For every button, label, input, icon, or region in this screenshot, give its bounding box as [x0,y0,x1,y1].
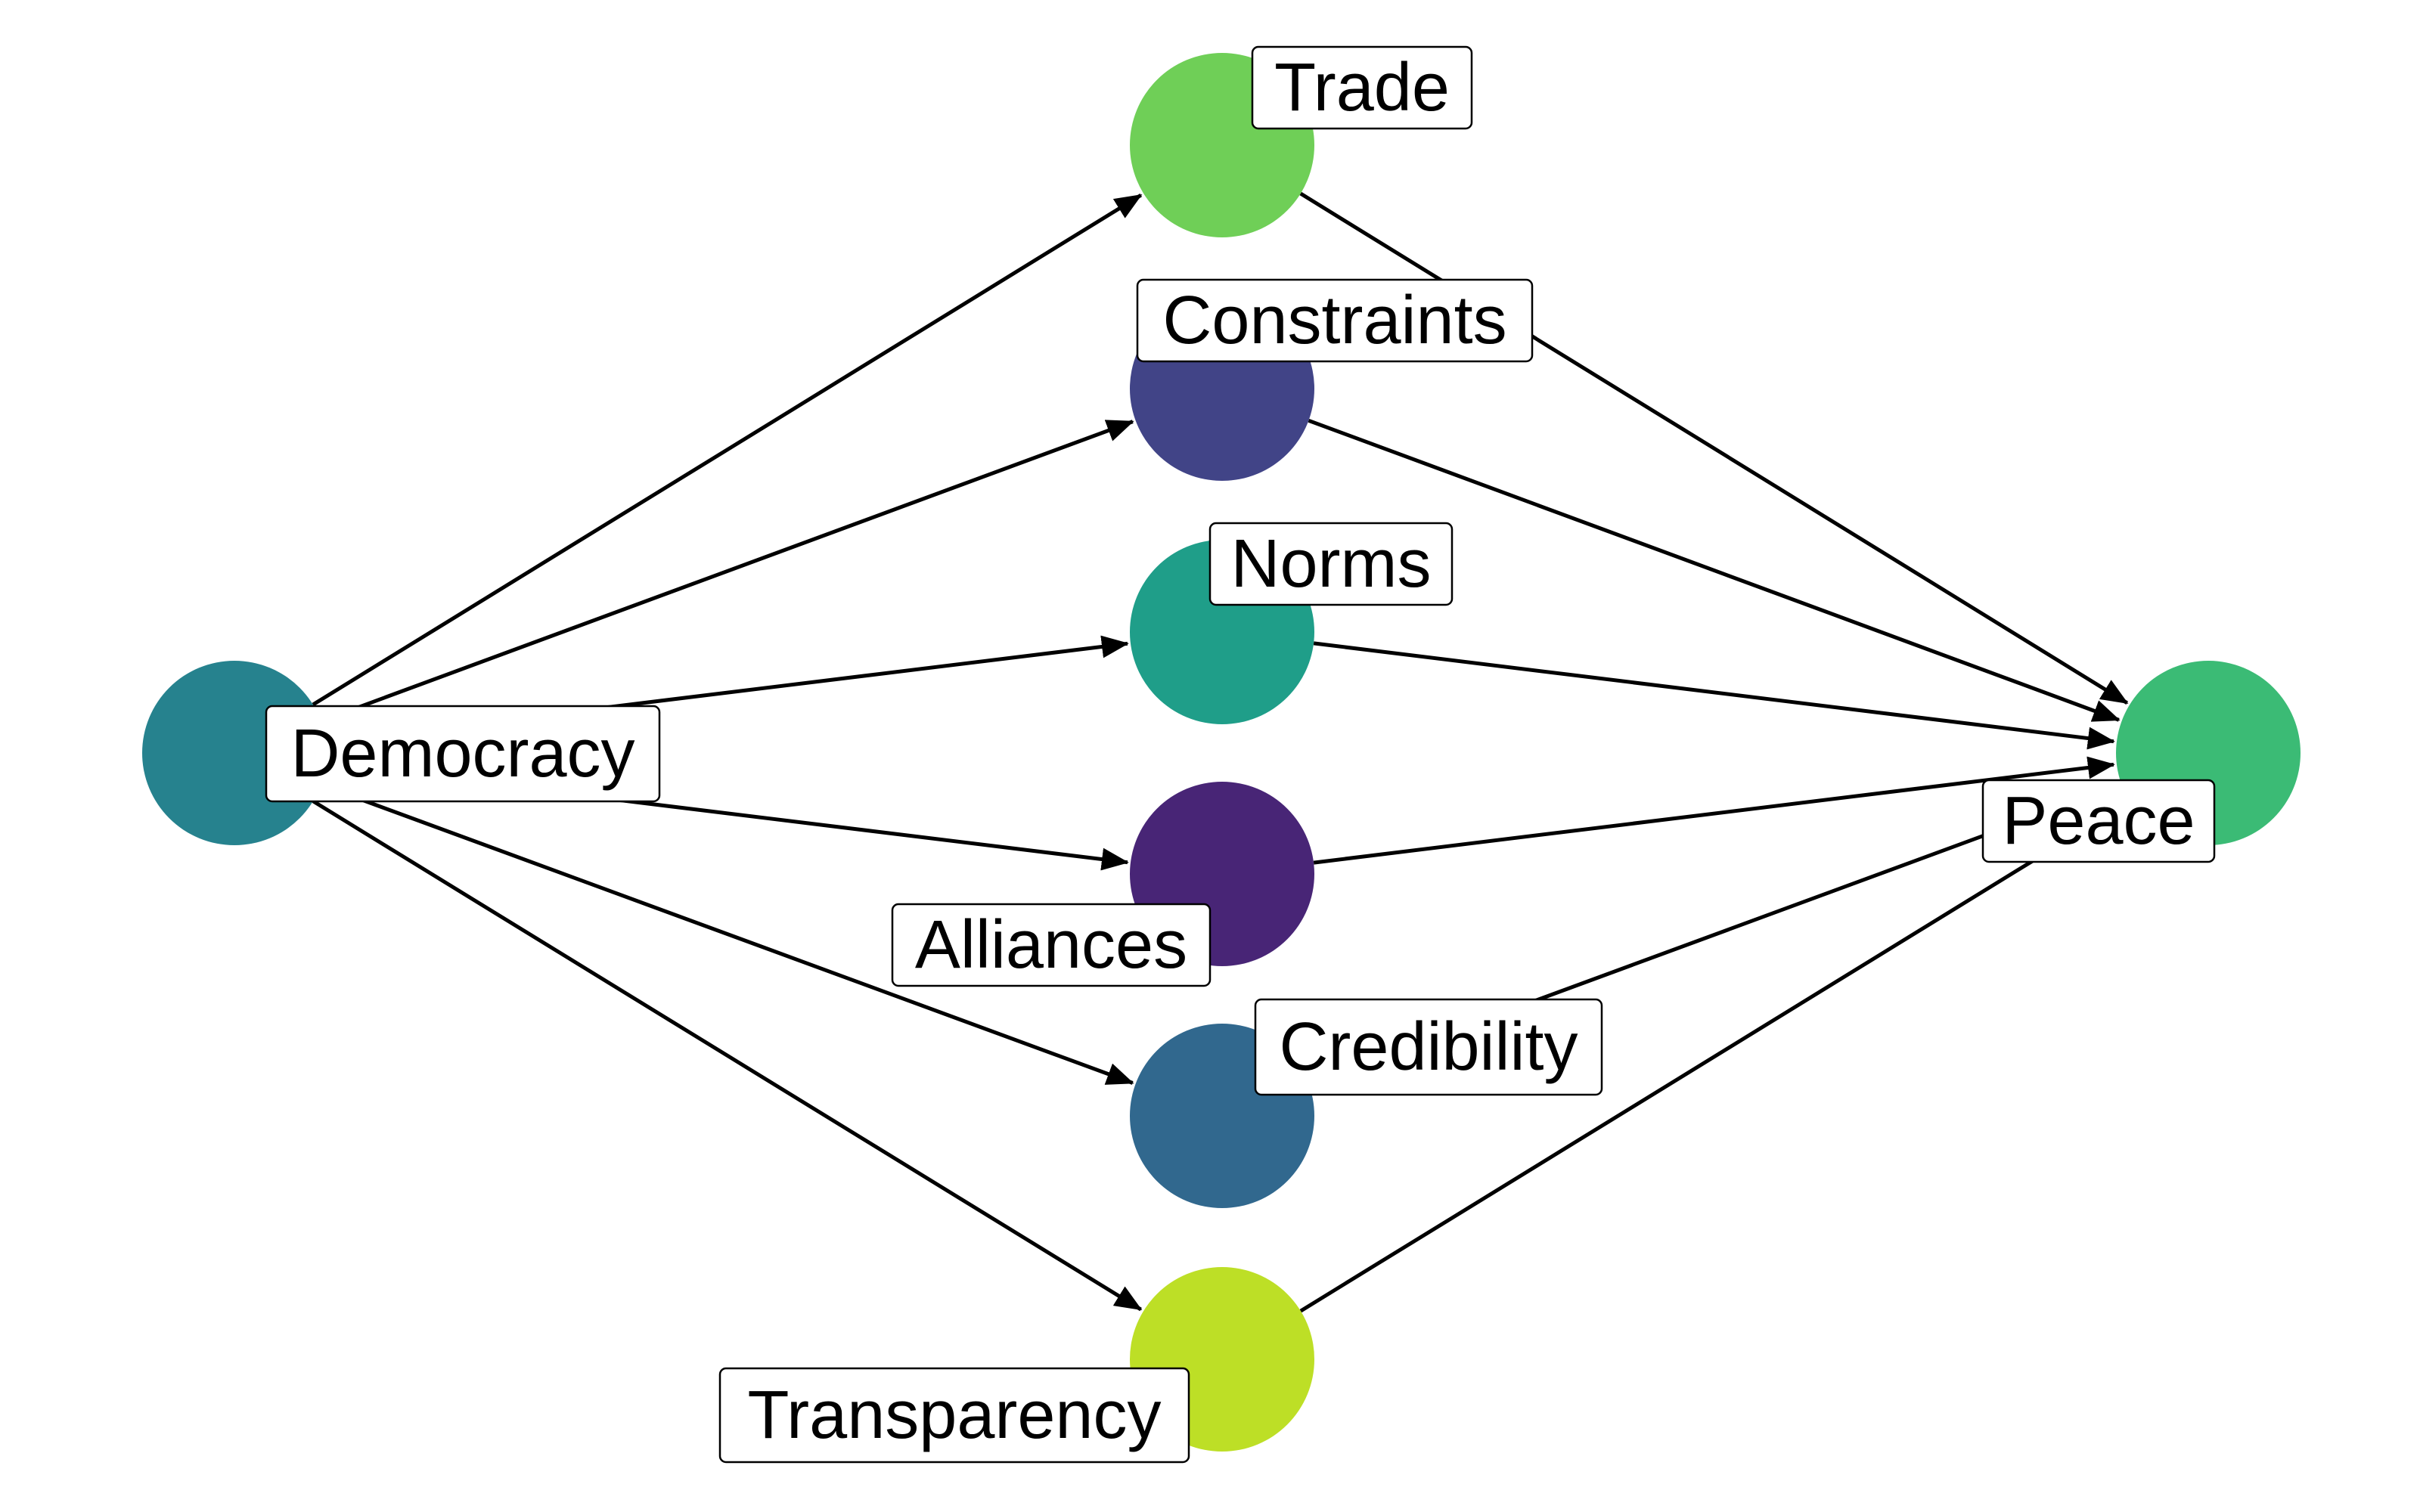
node-label-transparency: Transparency [718,1367,1190,1464]
label-text-credibility: Credibility [1279,1009,1578,1085]
node-label-credibility: Credibility [1254,998,1603,1096]
edge-democracy-to-credibility [320,782,1134,1085]
edge-democracy-to-trade [312,193,1143,707]
label-text-transparency: Transparency [748,1377,1162,1453]
edge-democracy-to-transparency [312,799,1143,1312]
node-label-peace: Peace [1981,779,2216,863]
edge-norms-to-peace [1313,641,2115,750]
label-box-constraints [1136,278,1534,363]
edge-constraints-to-peace [1308,418,2121,722]
label-text-alliances: Alliances [915,907,1187,983]
node-label-alliances: Alliances [891,903,1212,987]
label-box-peace [1981,779,2216,863]
label-text-constraints: Constraints [1162,283,1506,358]
label-box-democracy [265,705,661,803]
node-label-norms: Norms [1208,522,1454,606]
node-label-constraints: Constraints [1136,278,1534,363]
edge-democracy-to-constraints [320,420,1134,723]
edge-transparency-to-peace [1299,801,2129,1313]
label-box-credibility [1254,998,1603,1096]
label-box-trade [1251,45,1473,130]
label-box-alliances [891,903,1212,987]
edge-alliances-to-peace [1313,756,2115,865]
label-text-norms: Norms [1231,526,1432,602]
node-label-democracy: Democracy [265,705,661,803]
label-box-norms [1208,522,1454,606]
label-box-transparency [718,1367,1190,1464]
label-text-peace: Peace [2002,783,2195,859]
label-text-trade: Trade [1274,50,1450,125]
edge-trade-to-peace [1299,191,2129,705]
node-label-trade: Trade [1251,45,1473,130]
labels-layer: Democracy TradeConstraintsNormsAlliancesC… [265,45,2216,1464]
label-text-democracy: Democracy [290,716,634,792]
